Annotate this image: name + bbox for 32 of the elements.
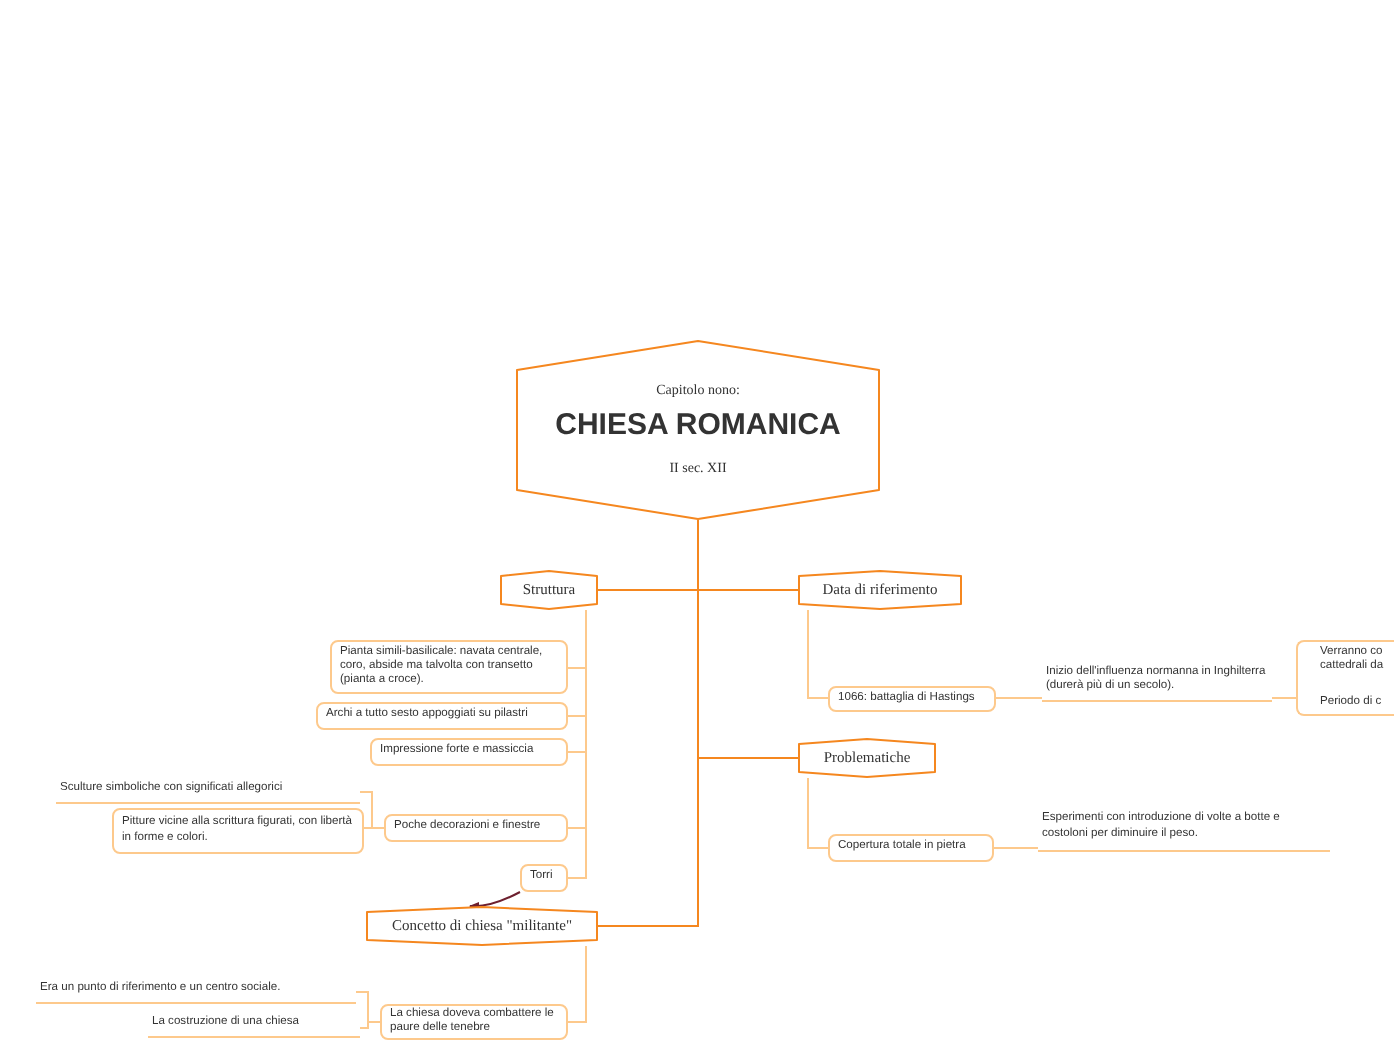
underlined-note — [36, 980, 356, 1004]
connector-line — [363, 827, 385, 829]
connector-line — [1271, 697, 1297, 699]
subtopic-box — [330, 640, 568, 694]
arrow — [469, 891, 521, 912]
central-title: CHIESA ROMANICA — [555, 407, 841, 445]
subtopic-box — [112, 808, 364, 854]
underlined-note — [148, 1016, 360, 1038]
topic-hexagon — [798, 570, 962, 610]
topic-hexagon — [500, 570, 598, 610]
connector-line — [567, 609, 587, 879]
central-topic-hexagon — [516, 340, 880, 520]
connector-line — [597, 519, 699, 927]
subtopic-box — [1296, 640, 1394, 716]
subtopic-box — [520, 864, 568, 892]
underlined-note — [1038, 808, 1330, 852]
topic-hexagon — [366, 906, 598, 946]
topic-hexagon — [798, 738, 936, 778]
subtopic-box — [380, 1004, 568, 1040]
connector-line — [993, 847, 1039, 849]
connector-line — [567, 945, 587, 1023]
underlined-note — [1042, 664, 1272, 702]
connector-line — [807, 777, 829, 849]
subtopic-box — [828, 686, 996, 712]
subtopic-box — [828, 834, 994, 862]
subtopic-box — [384, 814, 568, 842]
subtopic-box — [316, 702, 568, 730]
connector-line — [359, 1021, 381, 1029]
subtopic-box — [370, 738, 568, 766]
connector-line — [995, 697, 1043, 699]
connector-line — [807, 609, 829, 699]
underlined-note — [56, 780, 360, 804]
